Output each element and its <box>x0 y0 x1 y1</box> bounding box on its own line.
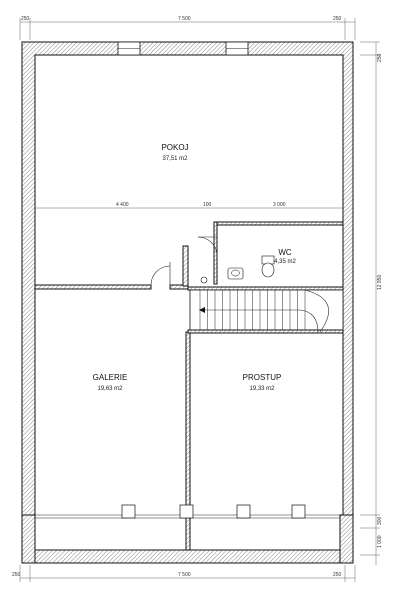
window-top-right <box>225 41 249 56</box>
dim-top-left: 250 <box>21 16 30 22</box>
dim-right-total: 12 850 <box>377 274 383 290</box>
dim-inner-mid: 100 <box>203 202 212 208</box>
window-bottom-mid <box>179 504 194 519</box>
stair-railing-top <box>187 286 344 291</box>
dim-inner-right: 3 000 <box>273 202 286 208</box>
dim-right-b: 1 000 <box>377 535 383 548</box>
dim-bottom-right: 250 <box>333 572 342 578</box>
window-bottom-far-right <box>291 504 306 519</box>
room-name-galerie: GALERIE <box>93 373 128 382</box>
dim-bottom-total: 7 500 <box>178 572 191 578</box>
dim-top-total: 7 500 <box>178 16 191 22</box>
dim-right-a: 300 <box>377 516 383 525</box>
dimension-lines <box>19 18 380 582</box>
window-top-left <box>117 41 141 56</box>
pipe-icon <box>200 276 208 284</box>
window-bottom-left <box>121 504 136 519</box>
stair-arrow <box>203 309 319 333</box>
dim-right-top: 250 <box>377 53 383 62</box>
wc-wall-top <box>213 221 344 226</box>
stair-arrowhead <box>199 307 205 313</box>
dim-top-right: 250 <box>333 16 342 22</box>
room-area-wc: 4,35 m2 <box>274 259 296 265</box>
room-name-pokoj: POKOJ <box>161 143 188 152</box>
window-bottom-right <box>236 504 251 519</box>
sink-icon <box>227 267 244 280</box>
dim-inner-left: 4 400 <box>116 202 129 208</box>
stair-landing <box>187 329 344 334</box>
toilet-icon <box>261 255 275 278</box>
partition-horizontal <box>34 284 152 290</box>
stair-turn <box>304 289 329 333</box>
door-wc <box>197 236 218 257</box>
room-area-galerie: 19,63 m2 <box>97 386 123 392</box>
wall-pier <box>182 245 189 287</box>
door-galerie <box>150 262 171 286</box>
room-area-prostup: 19,33 m2 <box>249 386 275 392</box>
room-name-wc: WC <box>278 248 292 257</box>
room-name-prostup: PROSTUP <box>243 373 282 382</box>
balcony-edge-left <box>21 514 36 564</box>
room-area-pokoj: 37,51 m2 <box>162 156 188 162</box>
staircase <box>187 286 344 334</box>
dim-bottom-left: 250 <box>12 572 21 578</box>
balcony-edge-right <box>339 514 354 564</box>
